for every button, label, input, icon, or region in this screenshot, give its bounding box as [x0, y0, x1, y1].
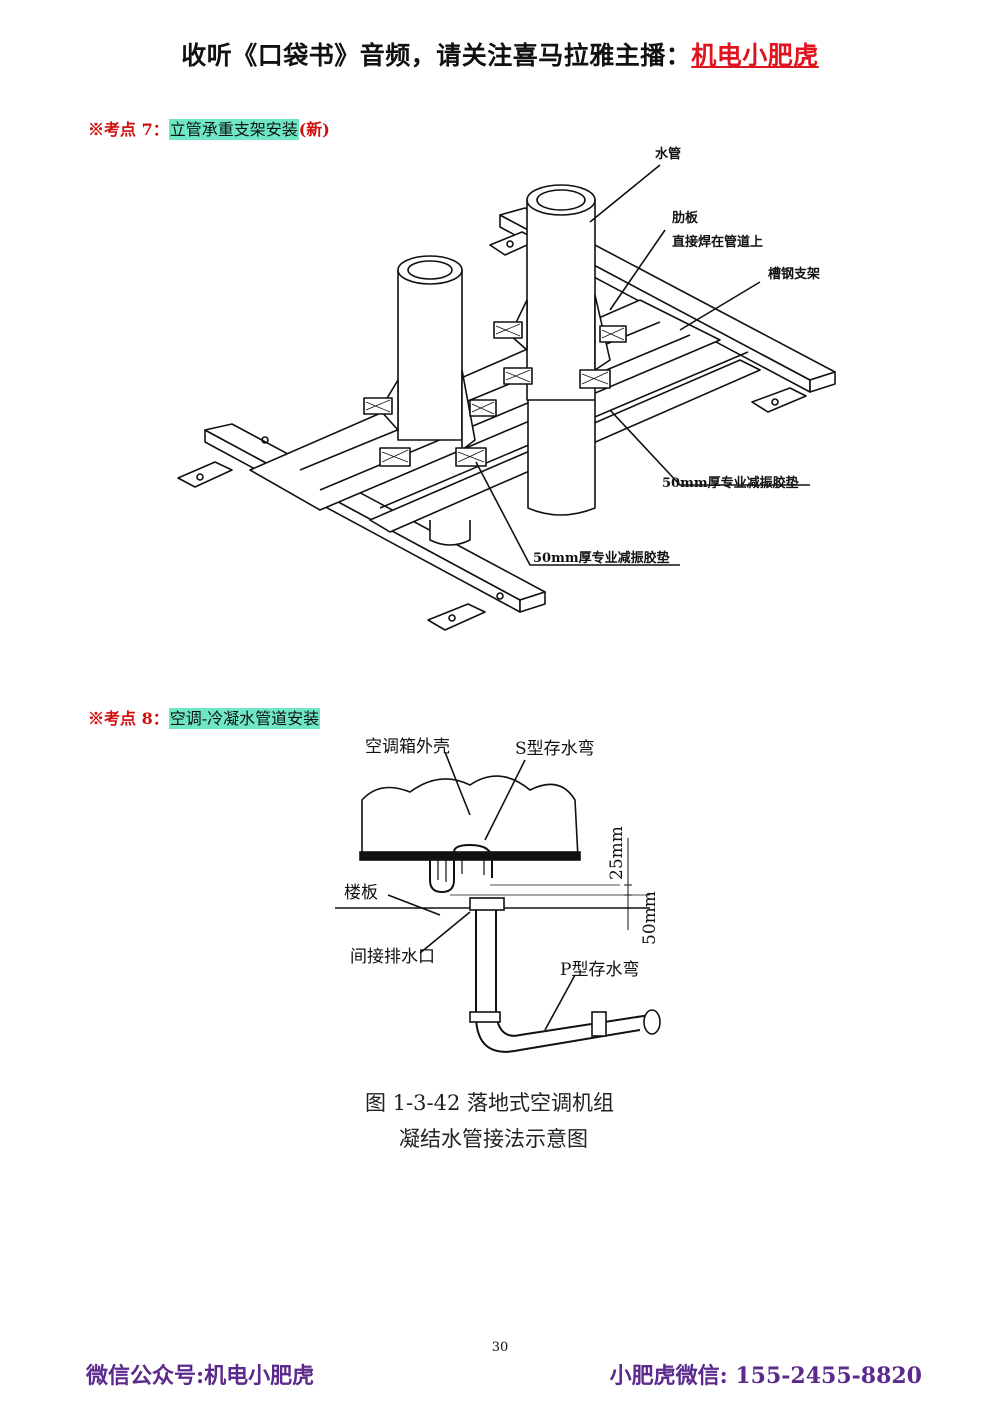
- section-7-prefix: ※考点 7：: [88, 120, 169, 139]
- footer-left: 微信公众号:机电小肥虎: [86, 1363, 315, 1389]
- label-pad-left: 50mm厚专业减振胶垫: [533, 550, 670, 566]
- label-p-trap: P型存水弯: [560, 960, 639, 980]
- section-7-suffix: (新): [298, 120, 330, 139]
- label-shell: 空调箱外壳: [365, 737, 450, 757]
- page-header: 收听《口袋书》音频，请关注喜马拉雅主播：机电小肥虎: [0, 36, 1000, 72]
- section-8-highlight: 空调-冷凝水管道安装: [168, 708, 321, 729]
- label-rib-plate: 肋板: [672, 210, 699, 226]
- section-8-prefix: ※考点 8：: [88, 709, 169, 728]
- label-pad-right: 50mm厚专业减振胶垫: [662, 475, 799, 491]
- label-weld: 直接焊在管道上: [672, 234, 763, 250]
- label-indirect-drain: 间接排水口: [350, 947, 435, 967]
- label-dim-50: 50mm: [640, 891, 660, 945]
- section-7-highlight: 立管承重支架安装: [168, 119, 299, 140]
- label-channel-support: 槽钢支架: [768, 266, 820, 282]
- label-floor: 楼板: [344, 883, 378, 903]
- label-s-trap: S型存水弯: [515, 739, 595, 759]
- header-brand[interactable]: 机电小肥虎: [691, 41, 819, 70]
- riser-support-diagram: 水管 肋板 直接焊在管道上 槽钢支架 50mm厚专业减振胶垫 50mm厚专业减振…: [177, 146, 836, 631]
- label-dim-25: 25mm: [607, 826, 627, 880]
- section-8-title: ※考点 8：空调-冷凝水管道安装: [88, 705, 321, 729]
- page-number: 30: [491, 1340, 509, 1355]
- footer-right: 小肥虎微信: 155-2455-8820: [609, 1363, 922, 1389]
- label-water-pipe: 水管: [655, 146, 681, 162]
- figure-caption-line1: 图 1-3-42 落地式空调机组: [365, 1091, 614, 1115]
- header-text: 收听《口袋书》音频，请关注喜马拉雅主播：: [181, 41, 692, 70]
- section-7-title: ※考点 7：立管承重支架安装(新): [88, 116, 330, 140]
- figure-caption-line2: 凝结水管接法示意图: [399, 1127, 588, 1151]
